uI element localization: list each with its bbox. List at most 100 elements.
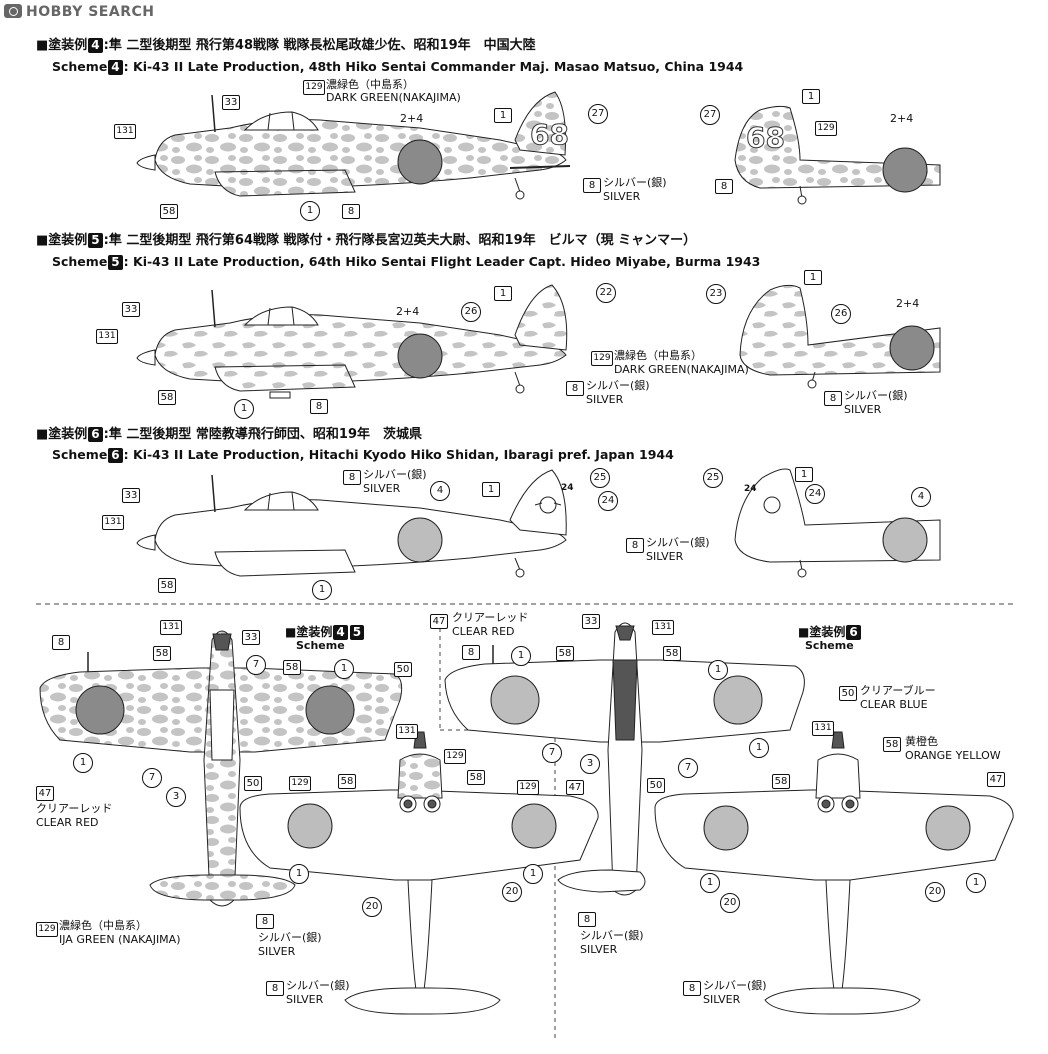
callout-1: 1 [300, 201, 320, 221]
callout-1: 1 [523, 864, 543, 884]
callout-33: 33 [122, 488, 140, 503]
camera-icon [4, 4, 22, 18]
tail-number-24: 24 [744, 484, 757, 494]
callout-1: 1 [708, 660, 728, 680]
dark-green-jp-label: 濃緑色（中島系） [326, 78, 414, 91]
callout-129: 129 [517, 780, 539, 795]
callout-26: 26 [461, 302, 481, 322]
silver-jp-label: シルバー(銀) [580, 929, 644, 942]
silver-jp-label: シルバー(銀) [586, 379, 650, 392]
callout-8: 8 [683, 981, 701, 996]
callout-50: 50 [394, 662, 412, 677]
callout-25: 25 [590, 468, 610, 488]
callout-1: 1 [804, 270, 822, 285]
dark-green-en-label: DARK GREEN(NAKAJIMA) [326, 91, 461, 104]
callout-58: 58 [153, 646, 171, 661]
callout-47: 47 [987, 772, 1005, 787]
callout-58: 58 [158, 390, 176, 405]
callout-8: 8 [578, 912, 596, 927]
silver-en-label: SILVER [286, 993, 324, 1006]
tail-number-68: 68 [746, 121, 786, 154]
callout-1: 1 [749, 738, 769, 758]
scheme-6-bottom-view [654, 731, 1014, 1015]
callout-50: 50 [839, 686, 857, 701]
callout-1: 1 [802, 89, 820, 104]
callout-58: 58 [467, 770, 485, 785]
callout-50: 50 [647, 778, 665, 793]
dark-green-jp-label: 濃緑色（中島系） [59, 919, 147, 932]
callout-1: 1 [73, 753, 93, 773]
callout-1: 1 [289, 864, 309, 884]
callout-47: 47 [430, 614, 448, 629]
clear-red-jp-label: クリアーレッド [452, 611, 529, 624]
callout-58: 58 [158, 578, 176, 593]
callout-20: 20 [720, 893, 740, 913]
scheme-4-tail-detail [734, 105, 941, 205]
callout-1: 1 [334, 659, 354, 679]
silver-jp-label: シルバー(銀) [703, 979, 767, 992]
clear-red-jp-label: クリアーレッド [36, 802, 113, 815]
clear-blue-en-label: CLEAR BLUE [860, 698, 928, 711]
callout-33: 33 [582, 614, 600, 629]
callout-7: 7 [678, 758, 698, 778]
callout-8: 8 [824, 391, 842, 406]
callout-7: 7 [542, 743, 562, 763]
callout-1: 1 [234, 399, 254, 419]
scheme-5-side-view [136, 284, 568, 399]
silver-en-label: SILVER [844, 403, 882, 416]
callout-26: 26 [831, 304, 851, 324]
callout-2plus4: 2+4 [896, 297, 920, 310]
callout-58: 58 [772, 774, 790, 789]
callout-23: 23 [706, 284, 726, 304]
scheme-6-tail-detail [734, 468, 941, 578]
callout-58: 58 [883, 737, 901, 752]
callout-8: 8 [715, 179, 733, 194]
callout-1: 1 [494, 108, 512, 123]
callout-25: 25 [703, 468, 723, 488]
silver-en-label: SILVER [603, 190, 641, 203]
callout-3: 3 [166, 787, 186, 807]
callout-24: 24 [598, 491, 618, 511]
scheme-6-top-view [444, 622, 805, 896]
callout-2plus4: 2+4 [396, 305, 420, 318]
callout-129: 129 [36, 922, 58, 937]
callout-22: 22 [596, 283, 616, 303]
callout-131: 131 [96, 329, 118, 344]
callout-8: 8 [52, 635, 70, 650]
callout-58: 58 [283, 660, 301, 675]
callout-33: 33 [222, 95, 240, 110]
callout-8: 8 [566, 381, 584, 396]
callout-2plus4: 2+4 [400, 112, 424, 125]
callout-47: 47 [566, 780, 584, 795]
callout-129: 129 [591, 351, 613, 366]
callout-1: 1 [482, 482, 500, 497]
callout-58: 58 [663, 646, 681, 661]
callout-27: 27 [700, 105, 720, 125]
silver-en-label: SILVER [258, 945, 296, 958]
silver-jp-label: シルバー(銀) [363, 468, 427, 481]
silver-jp-label: シルバー(銀) [603, 176, 667, 189]
callout-131: 131 [652, 620, 674, 635]
callout-8: 8 [343, 470, 361, 485]
callout-3: 3 [580, 754, 600, 774]
dark-green-en-label: DARK GREEN(NAKAJIMA) [614, 363, 749, 376]
orange-yellow-jp-label: 黄橙色 [905, 735, 938, 748]
scheme-45-top-view [39, 630, 403, 907]
silver-en-label: SILVER [580, 943, 618, 956]
callout-24: 24 [805, 484, 825, 504]
silver-en-label: SILVER [586, 393, 624, 406]
scheme-4-side-view [136, 91, 571, 200]
callout-33: 33 [122, 302, 140, 317]
callout-7: 7 [142, 768, 162, 788]
ija-green-en-label: IJA GREEN (NAKAJIMA) [59, 933, 181, 946]
tail-number-24: 24 [561, 483, 574, 493]
